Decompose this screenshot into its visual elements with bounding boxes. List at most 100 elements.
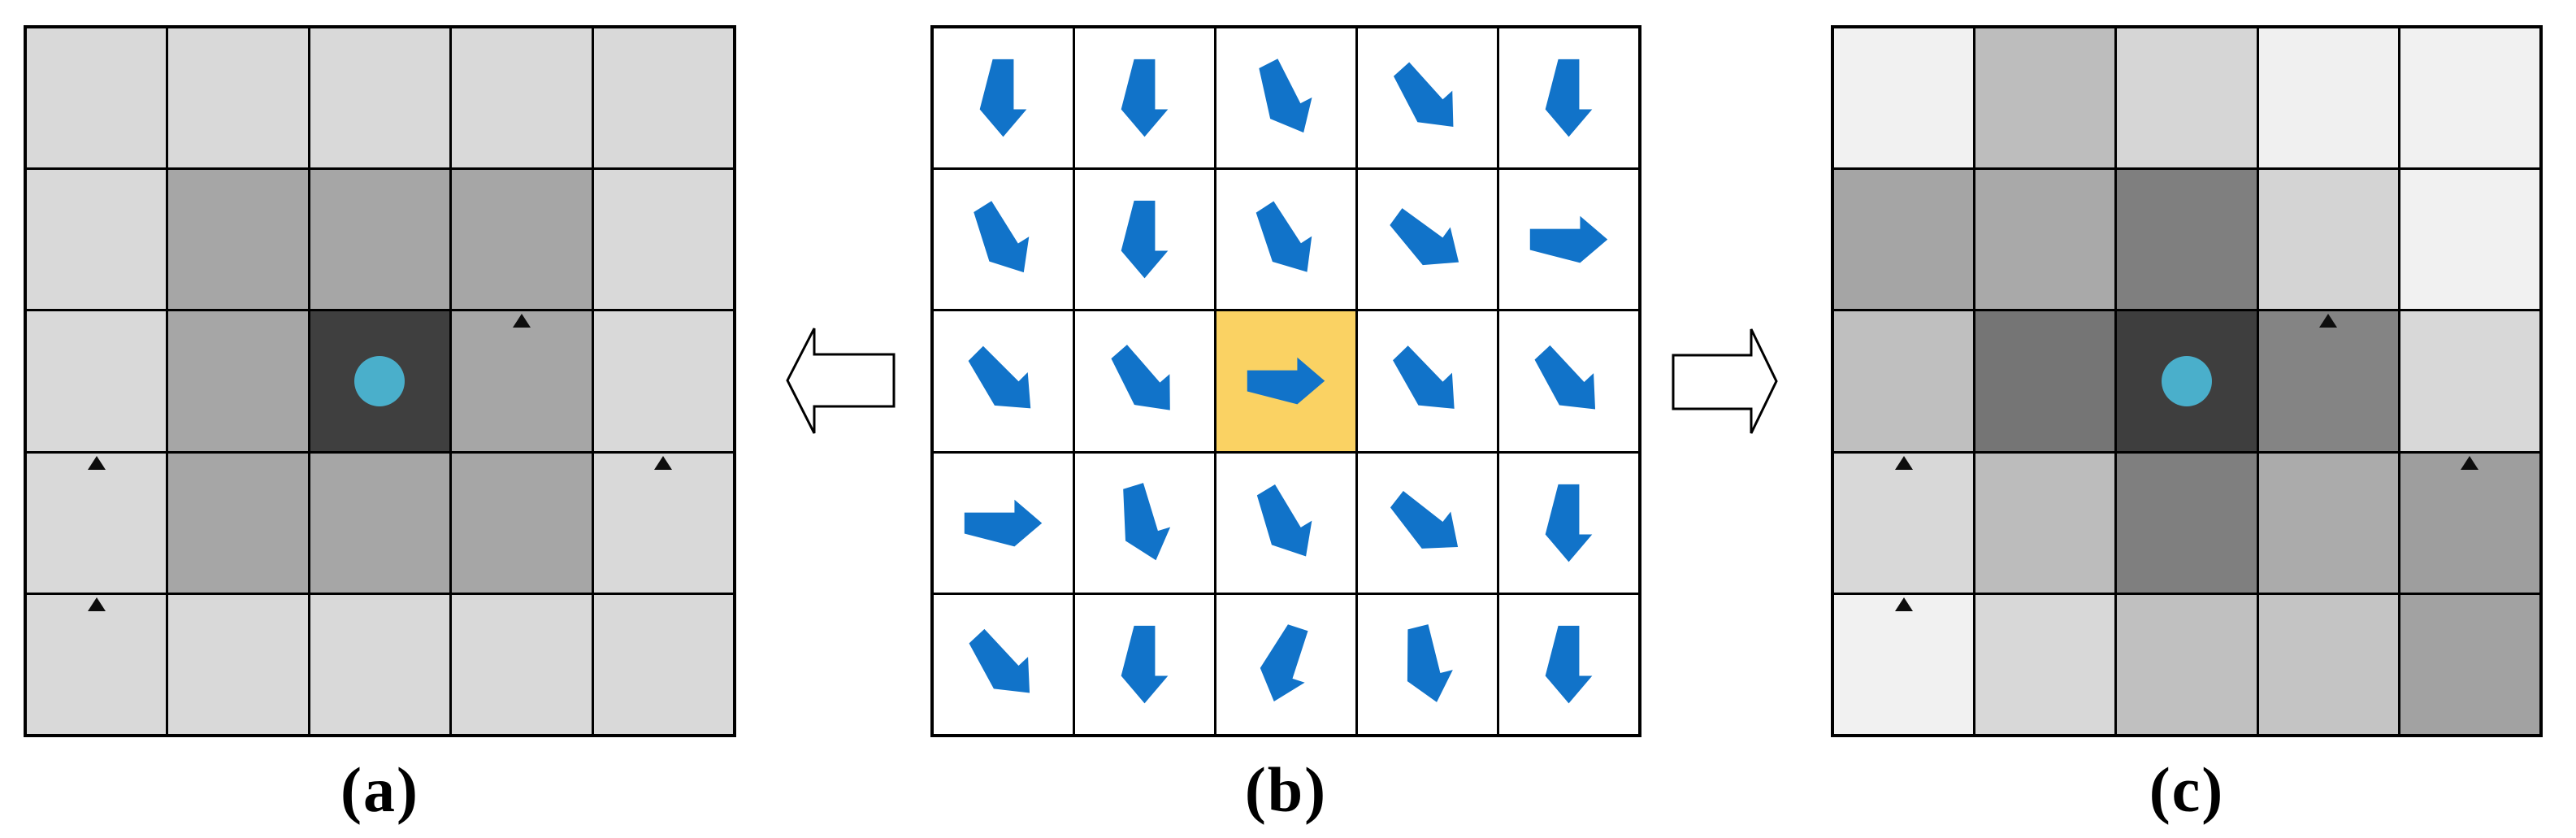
panel-b-cell-r4c4	[1358, 453, 1497, 593]
panel-a-cell-r1c2	[168, 28, 308, 168]
policy-arrow-icon	[1121, 59, 1169, 137]
panel-b-cell-r3c2	[1075, 311, 1214, 451]
panel-a-cell-r3c5	[593, 311, 733, 451]
panel-a-cell-r3c2	[168, 311, 308, 451]
panel-c-cell-r2c3	[2117, 170, 2257, 310]
policy-arrow-icon	[974, 201, 1030, 273]
panel-b-cell-r3c3	[1216, 311, 1355, 451]
policy-arrow-icon	[1256, 484, 1312, 557]
panel-a-cell-r2c5	[593, 170, 733, 310]
panel-c-cell-r3c2	[1975, 311, 2115, 451]
panel-a-cell-r5c3	[310, 594, 450, 734]
panel-b-cell-r1c1	[934, 28, 1073, 168]
panel-b-cell-r2c4	[1358, 170, 1497, 310]
triangle-marker	[2319, 314, 2338, 328]
panel-c-cell-r1c4	[2258, 28, 2398, 168]
panel-c-cell-r5c5	[2400, 594, 2539, 734]
policy-arrow-icon	[1545, 59, 1593, 137]
policy-arrow-icon	[1545, 484, 1593, 562]
panel-c-cell-r1c1	[1834, 28, 1974, 168]
panel-a-cell-r3c3	[310, 311, 450, 451]
policy-arrow-icon	[964, 499, 1043, 547]
panel-c-cell-r1c2	[1975, 28, 2115, 168]
triangle-marker	[87, 597, 106, 611]
policy-arrow-icon	[1247, 358, 1325, 405]
arrow-left-icon	[786, 328, 896, 434]
panel-b-cell-r3c1	[934, 311, 1073, 451]
panel-a-cell-r2c2	[168, 170, 308, 310]
panel-c-cell-r4c2	[1975, 453, 2115, 593]
panel-b-cell-r1c2	[1075, 28, 1214, 168]
policy-arrow-icon	[969, 628, 1030, 693]
panel-c-cell-r2c4	[2258, 170, 2398, 310]
panel-a-cell-r4c3	[310, 453, 450, 593]
panel-a-cell-r5c1	[27, 594, 167, 734]
panel-b-cell-r4c2	[1075, 453, 1214, 593]
panel-a-cell-r2c4	[452, 170, 592, 310]
panel-c-cell-r1c3	[2117, 28, 2257, 168]
panel-a-cell-r5c5	[593, 594, 733, 734]
panel-c-cell-r2c5	[2400, 170, 2539, 310]
panel-b-cell-r1c5	[1499, 28, 1638, 168]
panel-b-cell-r4c3	[1216, 453, 1355, 593]
panel-b-grid	[930, 25, 1641, 737]
arrow-left-shape	[786, 328, 896, 434]
panel-a-cell-r1c1	[27, 28, 167, 168]
panel-c-cell-r3c1	[1834, 311, 1974, 451]
panel-b-cell-r5c5	[1499, 594, 1638, 734]
panel-b-cell-r4c1	[934, 453, 1073, 593]
panel-c-cell-r4c3	[2117, 453, 2257, 593]
panel-a-cell-r3c4	[452, 311, 592, 451]
panel-a-grid	[24, 25, 736, 737]
panel-c-cell-r2c1	[1834, 170, 1974, 310]
policy-arrow-icon	[968, 346, 1031, 409]
policy-arrow-icon	[1111, 345, 1170, 411]
panel-a-cell-r3c1	[27, 311, 167, 451]
panel-b-cell-r5c4	[1358, 594, 1497, 734]
panel-b-cell-r3c5	[1499, 311, 1638, 451]
panel-a-cell-r4c5	[593, 453, 733, 593]
panel-c-cell-r5c3	[2117, 594, 2257, 734]
panel-a-cell-r4c2	[168, 453, 308, 593]
policy-arrow-icon	[1259, 59, 1312, 133]
panel-c-cell-r5c2	[1975, 594, 2115, 734]
agent-circle	[2161, 355, 2212, 406]
panel-a-cell-r4c4	[452, 453, 592, 593]
panel-a-cell-r2c1	[27, 170, 167, 310]
panel-b-cell-r1c3	[1216, 28, 1355, 168]
policy-arrow-icon	[1260, 624, 1308, 701]
panel-a-cell-r1c5	[593, 28, 733, 168]
policy-arrow-icon	[1407, 623, 1453, 702]
policy-arrow-icon	[1529, 215, 1608, 263]
arrow-right-shape	[1672, 328, 1778, 434]
policy-arrow-icon	[1121, 625, 1169, 704]
triangle-marker	[2461, 455, 2479, 470]
panel-c-cell-r4c1	[1834, 453, 1974, 593]
panel-b-cell-r2c2	[1075, 170, 1214, 310]
panel-b-cell-r1c4	[1358, 28, 1497, 168]
panel-b-cell-r2c1	[934, 170, 1073, 310]
policy-arrow-icon	[1393, 345, 1455, 410]
panel-b-cell-r2c3	[1216, 170, 1355, 310]
triangle-marker	[87, 455, 106, 470]
policy-arrow-icon	[1393, 62, 1454, 128]
panel-a-cell-r4c1	[27, 453, 167, 593]
policy-arrow-icon	[1121, 201, 1169, 279]
panel-c-cell-r5c4	[2258, 594, 2398, 734]
policy-arrow-icon	[1123, 482, 1171, 560]
triangle-marker	[1894, 597, 1913, 611]
panel-c-cell-r3c5	[2400, 311, 2539, 451]
panel-c-cell-r4c4	[2258, 453, 2398, 593]
triangle-marker	[654, 455, 673, 470]
policy-arrow-icon	[1534, 345, 1596, 410]
policy-arrow-icon	[1545, 625, 1593, 704]
panel-b-cell-r5c3	[1216, 594, 1355, 734]
panel-b-cell-r2c5	[1499, 170, 1638, 310]
panel-b-cell-r3c4	[1358, 311, 1497, 451]
policy-arrow-icon	[979, 59, 1027, 137]
panel-b-label: (b)	[1244, 754, 1328, 825]
arrow-right-icon	[1672, 328, 1778, 434]
panel-c-cell-r4c5	[2400, 453, 2539, 593]
panel-c-cell-r2c2	[1975, 170, 2115, 310]
panel-c-cell-r1c5	[2400, 28, 2539, 168]
